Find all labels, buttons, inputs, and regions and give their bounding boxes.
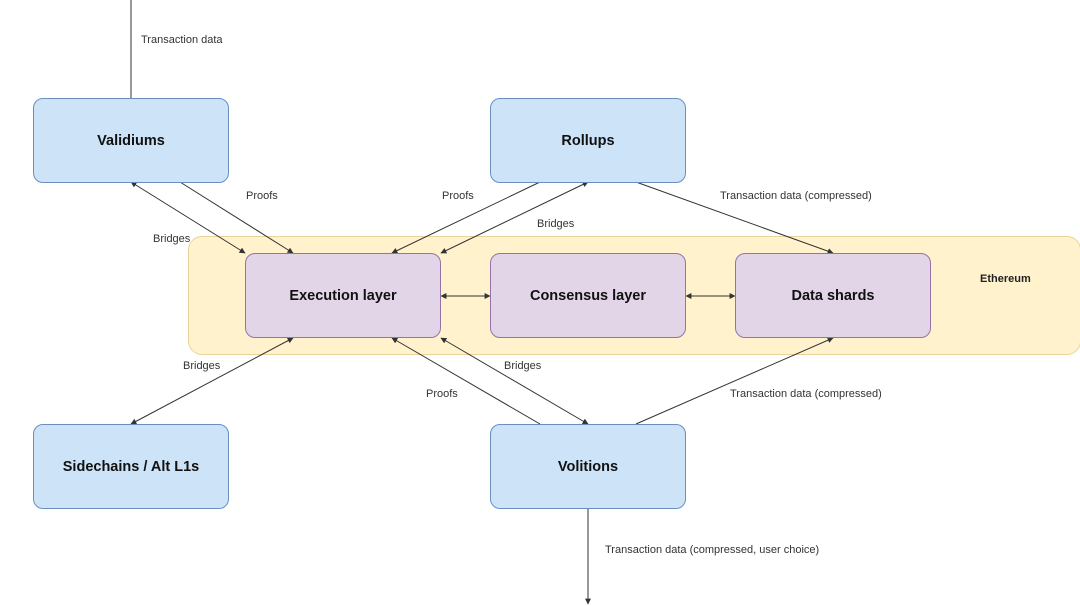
label-volitions-tx-bottom: Transaction data (compressed, user choic…: [605, 544, 820, 556]
label-validiums-proofs: Proofs: [246, 190, 278, 202]
ethereum-region-label: Ethereum: [980, 273, 1031, 285]
label-validiums-bridges: Bridges: [153, 233, 191, 245]
edge-sidechains-bridges: [130, 337, 294, 425]
edge-volitions-bridges: [440, 337, 589, 425]
edge-rollups-tx: [635, 181, 834, 254]
node-sidechains: Sidechains / Alt L1s: [33, 424, 229, 509]
node-data-shards: Data shards: [735, 253, 931, 338]
node-execution-layer: Execution layer: [245, 253, 441, 338]
label-rollups-tx: Transaction data (compressed): [720, 190, 872, 202]
label-tx-data-top: Transaction data: [141, 34, 223, 46]
label-sidechains-bridges: Bridges: [183, 360, 221, 372]
node-consensus-layer: Consensus layer: [490, 253, 686, 338]
label-volitions-tx: Transaction data (compressed): [730, 388, 882, 400]
edge-volitions-tx: [635, 337, 834, 425]
node-rollups: Rollups: [490, 98, 686, 183]
label-volitions-bridges: Bridges: [504, 360, 542, 372]
node-volitions: Volitions: [490, 424, 686, 509]
edge-volitions-proofs: [391, 337, 541, 425]
node-validiums: Validiums: [33, 98, 229, 183]
label-rollups-proofs: Proofs: [442, 190, 474, 202]
label-rollups-bridges: Bridges: [537, 218, 575, 230]
edge-rollups-bridges: [440, 181, 589, 254]
label-volitions-proofs: Proofs: [426, 388, 458, 400]
edge-validiums-bridges: [130, 181, 246, 254]
